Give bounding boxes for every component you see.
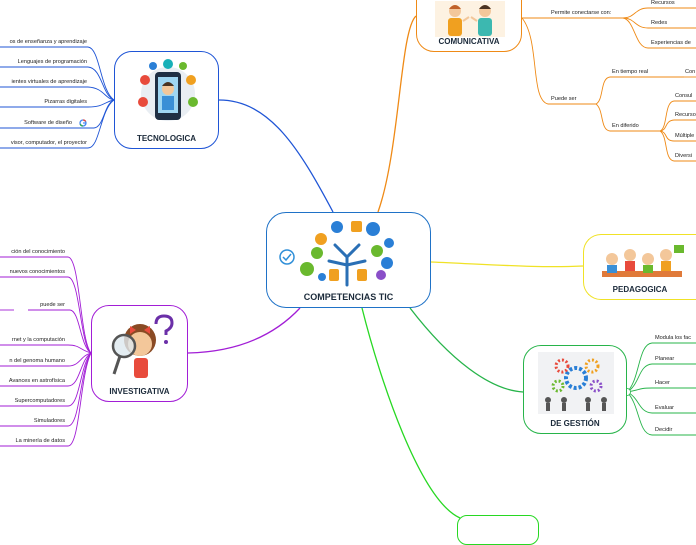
tech-tree-illustration xyxy=(279,221,394,287)
comunicativa-connect-item-2[interactable]: Redes xyxy=(651,20,668,26)
tecnologica-item-1[interactable]: os de enseñanza y aprendizaje xyxy=(9,39,87,45)
comunicativa-connect-label[interactable]: Permite conectarse con: xyxy=(551,10,612,16)
gestion-title: DE GESTIÓN xyxy=(550,419,600,428)
comunicativa-puede-ser[interactable]: Puede ser xyxy=(551,96,577,102)
classroom-kids-illustration xyxy=(602,245,684,277)
tecnologica-item-2[interactable]: Lenguajes de programación xyxy=(17,59,87,65)
pedagogica-node[interactable]: PEDAGOGICA xyxy=(583,234,696,300)
investigativa-title: INVESTIGATIVA xyxy=(109,387,170,396)
comunicativa-diferido-item-2[interactable]: Recurso xyxy=(675,112,696,118)
investigativa-node[interactable]: INVESTIGATIVA xyxy=(91,305,188,402)
google-icon xyxy=(79,119,87,127)
investigativa-item-4[interactable]: rnet y la computación xyxy=(11,337,65,343)
tecnologica-item-5[interactable]: Software de diseño xyxy=(24,120,72,126)
investigativa-item-2[interactable]: nuevos conocimientos xyxy=(9,269,65,275)
gestion-item-3[interactable]: Hacer xyxy=(655,380,670,386)
tecnologica-title: TECNOLOGICA xyxy=(136,134,197,143)
branch-bottom xyxy=(361,307,461,519)
gestion-item-1[interactable]: Modula los fac xyxy=(655,335,692,341)
gestion-item-4[interactable]: Evaluar xyxy=(655,405,674,411)
tecnologica-item-6[interactable]: visor, computador, el proyector xyxy=(10,140,87,146)
branch-pedagogica xyxy=(430,261,584,268)
gears-team-illustration xyxy=(538,352,614,414)
pedagogica-title: PEDAGOGICA xyxy=(612,285,668,294)
comunicativa-leaf-lines xyxy=(521,7,696,162)
gestion-leaf-lines xyxy=(626,342,696,436)
investigativa-item-8[interactable]: Simuladores xyxy=(33,418,65,424)
investigativa-item-6[interactable]: Avances en astrofísica xyxy=(8,378,65,384)
tecnologica-item-4[interactable]: Pizarras digitales xyxy=(44,99,87,105)
branch-gestion xyxy=(409,307,524,393)
branch-tecnologica xyxy=(218,99,334,213)
investigativa-item-3[interactable]: puede ser xyxy=(40,302,65,308)
comunicativa-node[interactable]: COMUNICATIVA xyxy=(416,0,522,52)
branch-comunicativa xyxy=(377,15,417,213)
gestion-node[interactable]: DE GESTIÓN xyxy=(523,345,627,434)
investigativa-leaf-lines xyxy=(0,256,92,447)
tecnologica-leaf-lines xyxy=(0,46,115,149)
people-talking-illustration xyxy=(435,1,505,37)
investigativa-item-5[interactable]: n del genoma humano xyxy=(9,358,65,364)
central-title: COMPETENCIAS TIC xyxy=(303,292,394,302)
comunicativa-diferido-item-4[interactable]: Diversi xyxy=(675,153,693,159)
comunicativa-tiempo-real[interactable]: En tiempo real xyxy=(612,69,649,75)
tecnologica-node[interactable]: TECNOLOGICA xyxy=(114,51,219,149)
gestion-item-5[interactable]: Decidir xyxy=(655,427,673,433)
comunicativa-diferido-item-3[interactable]: Múltiple xyxy=(675,133,695,139)
investigativa-item-9[interactable]: La minería de datos xyxy=(15,438,65,444)
teacher-screen-illustration xyxy=(138,59,198,121)
central-node[interactable]: COMPETENCIAS TIC xyxy=(266,212,431,308)
tecnologica-item-3[interactable]: ientes virtuales de aprendizaje xyxy=(11,79,87,85)
girl-magnifier-illustration xyxy=(111,314,174,378)
investigativa-item-1[interactable]: ción del conocimiento xyxy=(11,249,65,255)
comunicativa-diferido[interactable]: En diferido xyxy=(612,123,639,129)
comunicativa-title: COMUNICATIVA xyxy=(438,37,500,46)
comunicativa-connect-item-3[interactable]: Experiencias de xyxy=(651,40,691,46)
comunicativa-diferido-item-1[interactable]: Consul xyxy=(675,93,693,99)
gestion-item-2[interactable]: Planear xyxy=(655,356,675,362)
comunicativa-tiempo-real-child[interactable]: Con xyxy=(685,69,696,75)
mindmap-links xyxy=(0,7,696,519)
investigativa-item-7[interactable]: Supercomputadores xyxy=(14,398,65,404)
branch-investigativa xyxy=(187,307,301,354)
comunicativa-connect-item-1[interactable]: Recursos xyxy=(651,0,675,6)
